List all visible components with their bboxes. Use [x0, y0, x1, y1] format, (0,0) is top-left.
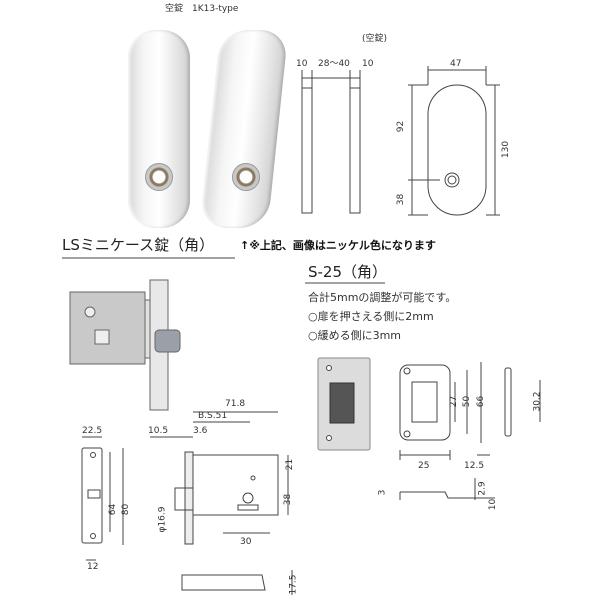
strike-title: S-25（角） — [308, 263, 388, 281]
dim-92: 92 — [396, 120, 407, 133]
strike-drawing — [399, 362, 541, 500]
dim-64: 64 — [108, 503, 119, 516]
dim-2-9: 2.9 — [477, 481, 488, 496]
dim-sub-title: (空錠) — [362, 34, 388, 44]
door-plate-left — [128, 30, 190, 228]
dim-80: 80 — [121, 503, 132, 516]
dim-12-5: 12.5 — [464, 461, 485, 471]
dim-22-5: 22.5 — [82, 426, 103, 436]
dim-30-2: 30.2 — [532, 391, 543, 412]
color-note: ↑※上記、画像はニッケル色になります — [240, 239, 436, 252]
dim-phi: φ16.9 — [157, 506, 168, 533]
strike-line-2: ○扉を押さえる側に2mm — [308, 310, 434, 323]
dim-10-left: 10 — [296, 59, 308, 69]
dim-12: 12 — [87, 562, 99, 572]
front-plate-drawing — [81, 436, 124, 561]
dim-130: 130 — [501, 140, 512, 159]
dim-10-strike: 10 — [488, 498, 499, 511]
dim-3: 3 — [377, 489, 388, 496]
dim-30: 30 — [240, 537, 252, 547]
dim-10-5: 10.5 — [148, 426, 169, 436]
dim-27: 27 — [449, 395, 460, 408]
strike-line-3: ○緩める側に3mm — [308, 329, 402, 342]
dim-47: 47 — [450, 59, 462, 69]
dim-bs51: B.S.51 — [198, 411, 228, 421]
strike-line-1: 合計5mmの調整が可能です。 — [308, 291, 457, 304]
dim-3-6: 3.6 — [193, 426, 208, 436]
side-plate-right — [349, 87, 361, 214]
side-plate-left — [301, 87, 313, 214]
plate-outline — [427, 84, 487, 216]
dim-28-40: 28～40 — [318, 59, 350, 69]
key-hole-left — [145, 163, 173, 191]
dim-38-top: 38 — [396, 193, 407, 206]
dim-50: 50 — [462, 395, 473, 408]
dim-71-8: 71.8 — [225, 399, 246, 409]
strike-photo — [317, 357, 371, 451]
dim-66: 66 — [476, 395, 487, 408]
dim-17-5: 17.5 — [288, 574, 299, 595]
dim-38-body: 38 — [283, 493, 294, 506]
lock-body-drawing — [150, 411, 293, 595]
dim-10-right: 10 — [362, 59, 374, 69]
dim-25: 25 — [418, 461, 430, 471]
key-hole-right — [232, 163, 260, 191]
ls-lock-photo — [69, 279, 181, 411]
header-title: 空錠 1K13-type — [165, 4, 239, 14]
dim-21: 21 — [285, 458, 296, 471]
ls-title: LSミニケース錠（角） — [62, 236, 215, 254]
